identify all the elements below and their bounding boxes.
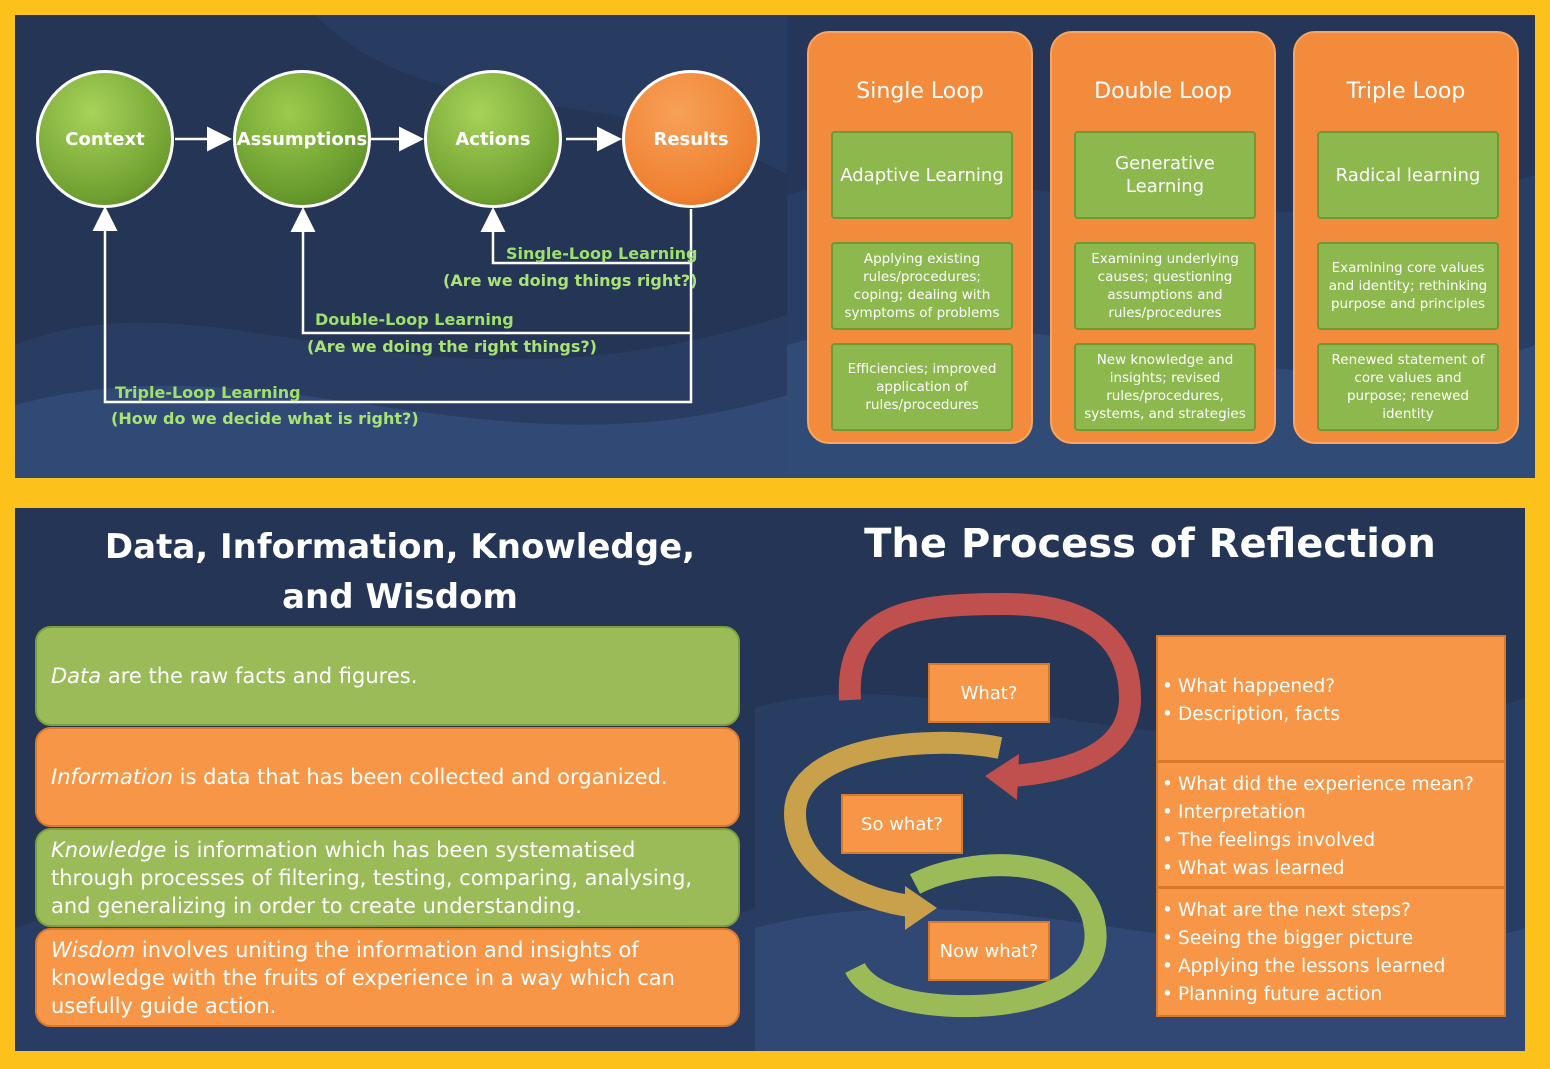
column-single-loop: Single Loop Adaptive Learning Applying e… bbox=[807, 31, 1033, 444]
term: Data bbox=[51, 664, 102, 688]
dikw-panel: Data, Information, Knowledge, and Wisdom… bbox=[15, 508, 755, 1051]
reflection-panel: The Process of Reflection What? So what?… bbox=[755, 508, 1525, 1051]
column-triple-loop: Triple Loop Radical learning Examining c… bbox=[1293, 31, 1519, 444]
column-double-loop: Double Loop Generative Learning Examinin… bbox=[1050, 31, 1276, 444]
definition: is data that has been collected and orga… bbox=[172, 765, 668, 789]
list-item: Description, facts bbox=[1162, 701, 1504, 729]
dikw-item-wisdom: Wisdom involves uniting the information … bbox=[35, 928, 740, 1027]
term: Information bbox=[51, 765, 173, 789]
column-bottom: Efficiencies; improved application of ru… bbox=[831, 343, 1013, 431]
list-item: Interpretation bbox=[1162, 799, 1504, 827]
column-head: Adaptive Learning bbox=[831, 131, 1013, 219]
reflection-cycle-arrows bbox=[783, 592, 1142, 1018]
node-actions: Actions bbox=[424, 70, 562, 208]
dikw-item-knowledge: Knowledge is information which has been … bbox=[35, 828, 740, 927]
title-line: Data, Information, Knowledge, bbox=[104, 527, 696, 567]
definition: is information which has been systematis… bbox=[51, 837, 693, 918]
loop-diagram-panel: Context Assumptions Actions Results Sing… bbox=[15, 15, 787, 478]
node-label: Assumptions bbox=[236, 128, 368, 150]
list-item: The feelings involved bbox=[1162, 827, 1504, 855]
reflection-group-what: What happened? Description, facts bbox=[1156, 635, 1506, 762]
column-head: Radical learning bbox=[1317, 131, 1499, 219]
stage-now-what: Now what? bbox=[928, 921, 1050, 981]
dikw-item-information: Information is data that has been collec… bbox=[35, 727, 740, 827]
double-loop-label: Double-Loop Learning bbox=[315, 310, 514, 329]
reflection-group-now-what: What are the next steps? Seeing the bigg… bbox=[1156, 887, 1506, 1017]
term: Knowledge bbox=[51, 837, 167, 862]
title-line: and Wisdom bbox=[282, 577, 518, 617]
node-label: Actions bbox=[455, 128, 531, 150]
list-item: What did the experience mean? bbox=[1162, 771, 1504, 799]
node-context: Context bbox=[36, 70, 174, 208]
node-results: Results bbox=[622, 70, 760, 208]
column-title: Single Loop bbox=[856, 79, 984, 104]
column-middle: Applying existing rules/procedures; copi… bbox=[831, 242, 1013, 330]
stage-label: So what? bbox=[861, 813, 943, 835]
list-item: Applying the lessons learned bbox=[1162, 953, 1504, 981]
stage-label: What? bbox=[960, 682, 1018, 704]
column-head: Generative Learning bbox=[1074, 131, 1256, 219]
list-item: Seeing the bigger picture bbox=[1162, 925, 1504, 953]
reflection-group-so-what: What did the experience mean? Interpreta… bbox=[1156, 761, 1506, 888]
list-item: What happened? bbox=[1162, 673, 1504, 701]
background-waves bbox=[15, 15, 787, 478]
single-loop-question: (Are we doing things right?) bbox=[443, 271, 698, 290]
page-title: The Process of Reflection bbox=[864, 521, 1436, 567]
single-loop-label: Single-Loop Learning bbox=[506, 244, 698, 263]
stage-label: Now what? bbox=[939, 940, 1039, 962]
column-bottom: New knowledge and insights; revised rule… bbox=[1074, 343, 1256, 431]
column-middle: Examining core values and identity; reth… bbox=[1317, 242, 1499, 330]
definition: are the raw facts and figures. bbox=[101, 664, 418, 688]
column-title: Double Loop bbox=[1094, 79, 1232, 104]
triple-loop-question: (How do we decide what is right?) bbox=[111, 409, 419, 428]
term: Wisdom bbox=[51, 937, 136, 962]
node-label: Context bbox=[65, 128, 145, 150]
list-item: What are the next steps? bbox=[1162, 897, 1504, 925]
column-middle: Examining underlying causes; questioning… bbox=[1074, 242, 1256, 330]
list-item: What was learned bbox=[1162, 855, 1504, 883]
double-loop-question: (Are we doing the right things?) bbox=[307, 337, 597, 356]
node-assumptions: Assumptions bbox=[233, 70, 371, 208]
definition: involves uniting the information and ins… bbox=[51, 937, 675, 1018]
triple-loop-label: Triple-Loop Learning bbox=[115, 383, 301, 402]
loop-connectors bbox=[92, 126, 693, 404]
dikw-item-data: Data are the raw facts and figures. bbox=[35, 626, 740, 726]
stage-what: What? bbox=[928, 663, 1050, 723]
node-label: Results bbox=[653, 128, 729, 150]
column-bottom: Renewed statement of core values and pur… bbox=[1317, 343, 1499, 431]
page-title: Data, Information, Knowledge, and Wisdom bbox=[15, 522, 755, 622]
list-item: Planning future action bbox=[1162, 981, 1504, 1009]
stage-so-what: So what? bbox=[841, 794, 963, 854]
loop-columns-panel: Single Loop Adaptive Learning Applying e… bbox=[787, 15, 1535, 478]
column-title: Triple Loop bbox=[1346, 79, 1466, 104]
